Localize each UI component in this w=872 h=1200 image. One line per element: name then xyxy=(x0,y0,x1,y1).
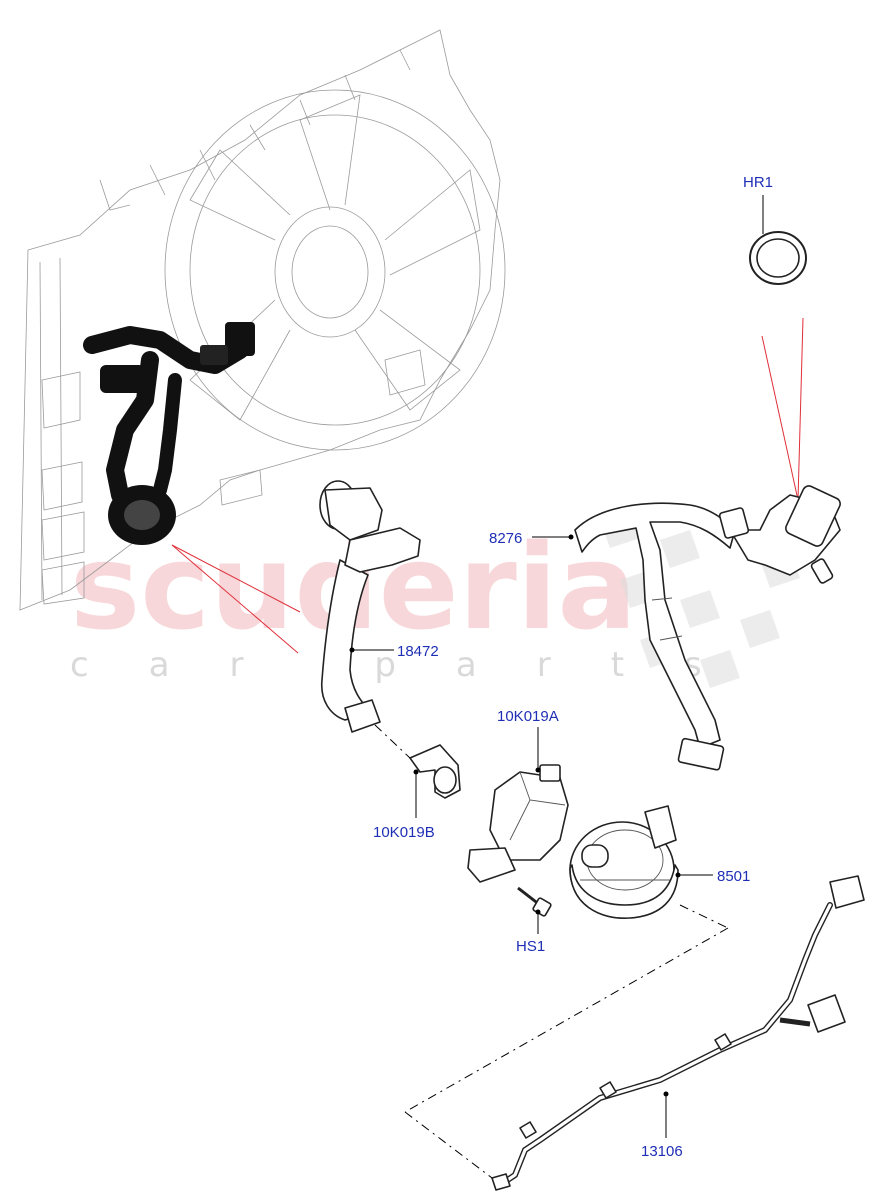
callout-13106[interactable]: 13106 xyxy=(641,1143,683,1160)
callout-hs1[interactable]: HS1 xyxy=(516,938,545,955)
watermark-checker xyxy=(600,510,800,688)
callout-8276[interactable]: 8276 xyxy=(489,530,522,547)
callout-8501[interactable]: 8501 xyxy=(717,868,750,885)
callout-10k019a[interactable]: 10K019A xyxy=(497,708,559,725)
harness-dash-outline xyxy=(404,927,729,1179)
bolt-hs1 xyxy=(517,886,552,917)
reference-lines xyxy=(171,317,804,654)
o-ring-hr1 xyxy=(749,231,807,285)
callout-10k019b[interactable]: 10K019B xyxy=(373,824,435,841)
bracket-10k019b xyxy=(409,744,461,799)
callout-leaders xyxy=(349,195,764,1138)
coolant-hose-8276 xyxy=(574,485,841,771)
watermark: scuderia car parts xyxy=(70,510,800,688)
wiring-harness-13106 xyxy=(491,875,865,1191)
leader-dash-pump xyxy=(679,904,729,929)
callout-hr1[interactable]: HR1 xyxy=(743,174,773,191)
watermark-tagline: car parts xyxy=(70,645,762,685)
fan-shroud xyxy=(19,29,506,611)
callout-18472[interactable]: 18472 xyxy=(397,643,439,660)
leader-dash-bracket xyxy=(374,724,411,759)
pump-mount-10k019a xyxy=(467,764,569,883)
electric-water-pump-8501 xyxy=(569,805,679,919)
existing-hose-assembly xyxy=(83,322,255,545)
coolant-hose-18472 xyxy=(319,480,421,733)
